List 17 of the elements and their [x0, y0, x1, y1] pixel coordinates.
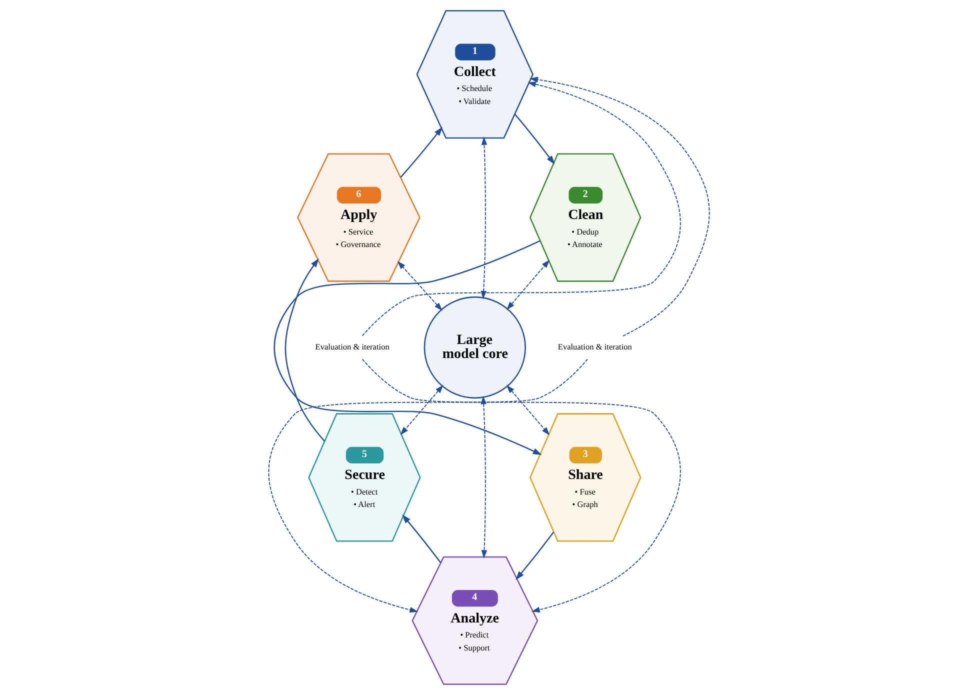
arrow [362, 358, 681, 613]
node-circle: Large model core [424, 296, 526, 399]
arrow [516, 532, 554, 580]
arrow [397, 261, 442, 311]
arrow [514, 114, 555, 165]
arrow [362, 81, 681, 336]
arrow [480, 136, 488, 300]
arrow [506, 260, 550, 310]
arrow [506, 384, 550, 436]
arrow [530, 76, 710, 336]
arrow [274, 240, 542, 455]
arrow [400, 126, 443, 178]
arrow [284, 258, 326, 442]
arrow [400, 384, 444, 436]
arrow [268, 358, 588, 613]
arrow [480, 396, 488, 558]
arrow [402, 514, 442, 564]
